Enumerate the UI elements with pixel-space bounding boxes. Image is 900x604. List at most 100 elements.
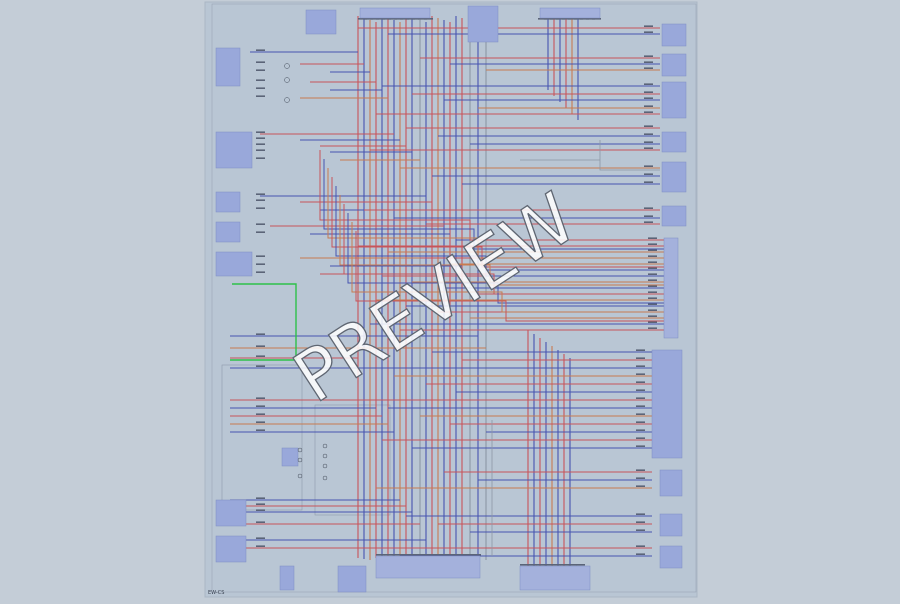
pin-mark: [256, 143, 265, 145]
pin-mark: [592, 18, 601, 20]
component-top-2: [467, 5, 499, 43]
pin-mark: [256, 355, 265, 357]
pin-mark: [568, 18, 577, 20]
component-right-10: [659, 545, 683, 569]
pin-mark: [364, 18, 373, 20]
wire-135: [355, 231, 664, 322]
pin-mark: [636, 397, 645, 399]
pin-mark: [256, 207, 265, 209]
wire-126: [319, 150, 664, 241]
pin-mark: [256, 199, 265, 201]
pin-mark: [370, 18, 379, 20]
connector-top-right: [539, 7, 601, 19]
connector-pins: [256, 18, 657, 566]
component-right-9: [659, 513, 683, 537]
pin-mark: [256, 231, 265, 233]
pin-mark: [636, 553, 645, 555]
pin-mark: [644, 25, 653, 27]
pin-mark: [644, 207, 653, 209]
pin-mark: [392, 554, 401, 556]
pin-mark: [636, 389, 645, 391]
pin-mark: [648, 309, 657, 311]
wire-137: [599, 140, 660, 171]
pin-mark: [562, 18, 571, 20]
pin-mark: [648, 321, 657, 323]
pin-mark: [648, 285, 657, 287]
pin-mark: [636, 373, 645, 375]
pin-mark: [644, 91, 653, 93]
pin-mark: [636, 437, 645, 439]
pin-mark: [636, 521, 645, 523]
pin-mark: [382, 18, 391, 20]
wire-136: [230, 283, 297, 361]
pin-mark: [256, 421, 265, 423]
pin-mark: [424, 18, 433, 20]
component-right-1: [661, 23, 687, 47]
pin-mark: [550, 18, 559, 20]
component-blocks: [215, 5, 687, 593]
pin-mark: [644, 147, 653, 149]
pin-mark: [574, 18, 583, 20]
connector-bottom-right: [519, 565, 591, 591]
pin-mark: [556, 18, 565, 20]
pin-mark: [528, 564, 537, 566]
pin-mark: [648, 261, 657, 263]
component-left-4: [215, 221, 241, 243]
pin-mark: [256, 405, 265, 407]
pin-mark: [636, 545, 645, 547]
connector-top-center: [359, 7, 431, 19]
pin-mark: [376, 554, 385, 556]
pin-mark: [256, 503, 265, 505]
component-left-7: [215, 535, 247, 563]
pin-mark: [256, 79, 265, 81]
pin-mark: [636, 429, 645, 431]
component-right-2: [661, 53, 687, 77]
pin-mark: [416, 554, 425, 556]
pin-mark: [644, 215, 653, 217]
pin-mark: [636, 445, 645, 447]
pin-mark: [644, 83, 653, 85]
pin-mark: [256, 49, 265, 51]
component-right-connector: [663, 237, 679, 339]
pin-mark: [636, 529, 645, 531]
pin-mark: [648, 291, 657, 293]
pin-mark: [358, 18, 367, 20]
pin-mark: [644, 125, 653, 127]
pin-mark: [256, 345, 265, 347]
pin-mark: [376, 18, 385, 20]
pin-mark: [644, 55, 653, 57]
pin-mark: [648, 249, 657, 251]
component-left-1: [215, 47, 241, 87]
pin-mark: [432, 554, 441, 556]
pin-mark: [636, 405, 645, 407]
pin-mark: [544, 564, 553, 566]
pin-mark: [648, 243, 657, 245]
pin-mark: [648, 255, 657, 257]
pin-mark: [256, 521, 265, 523]
pin-mark: [644, 141, 653, 143]
pin-mark: [256, 413, 265, 415]
connector-frame-lower: [314, 404, 391, 516]
pin-mark: [560, 564, 569, 566]
pin-mark: [456, 554, 465, 556]
pin-mark: [520, 564, 529, 566]
pin-mark: [424, 554, 433, 556]
component-bottom-1: [279, 565, 295, 591]
pin-mark: [256, 193, 265, 195]
component-left-2: [215, 131, 253, 169]
page-label: EW-CS: [208, 590, 224, 596]
pin-mark: [256, 333, 265, 335]
pin-mark: [472, 554, 481, 556]
pin-mark: [644, 181, 653, 183]
pin-mark: [256, 397, 265, 399]
component-right-6: [661, 205, 687, 227]
pin-mark: [256, 365, 265, 367]
component-bottom-2: [337, 565, 367, 593]
pin-mark: [256, 131, 265, 133]
pin-mark: [644, 105, 653, 107]
component-left-6: [215, 499, 247, 527]
pin-mark: [648, 267, 657, 269]
pin-mark: [418, 18, 427, 20]
component-right-5: [661, 161, 687, 193]
